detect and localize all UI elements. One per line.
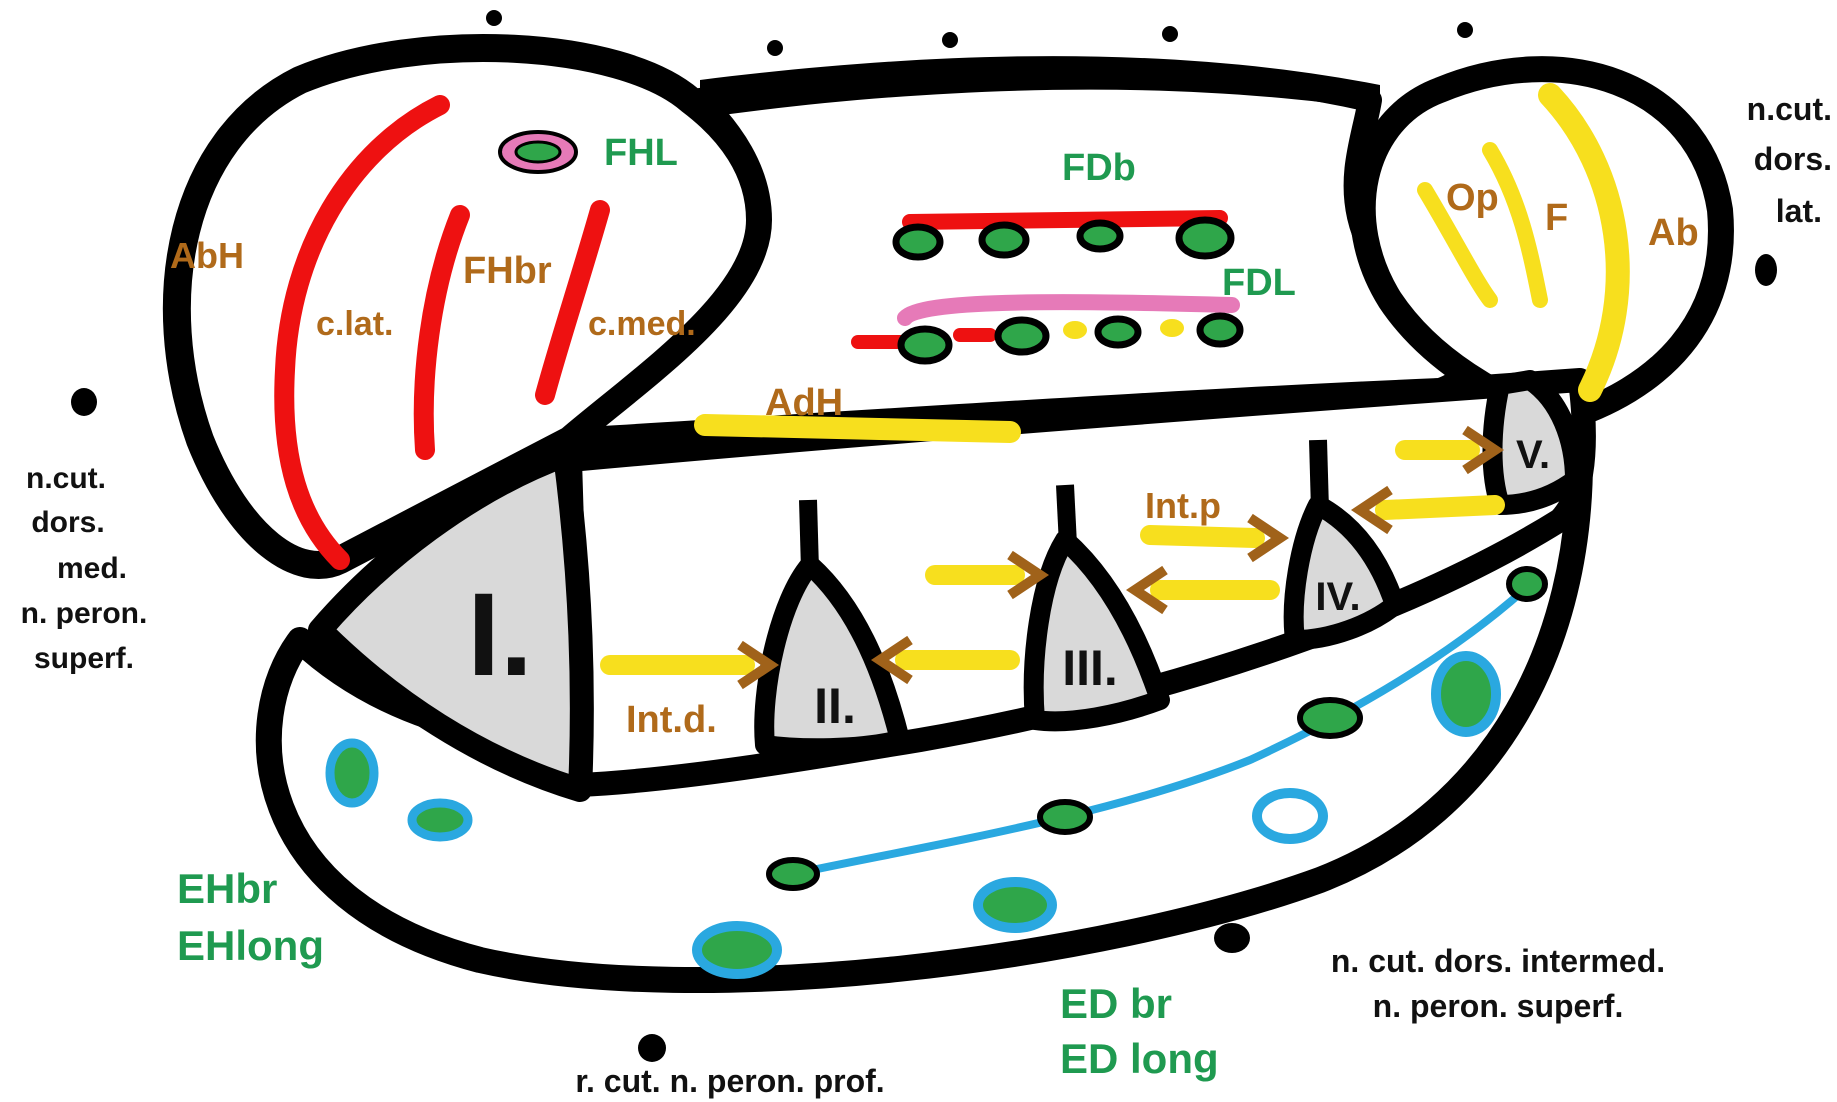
svg-text:n. peron.: n. peron.	[21, 597, 148, 630]
adh-muscle	[705, 425, 1010, 432]
nerve-label-profundus: r. cut. n. peron. prof.	[575, 1063, 884, 1099]
svg-text:med.: med.	[57, 552, 127, 585]
bone-label-4: IV.	[1315, 575, 1360, 619]
label-fdb: FDb	[1062, 147, 1136, 189]
svg-text:n. cut. dors. intermed.: n. cut. dors. intermed.	[1331, 943, 1665, 979]
label-adh: AdH	[765, 382, 843, 424]
lumbrical-1	[1063, 321, 1087, 339]
fdb-artery	[910, 218, 1220, 222]
label-ed-long: ED long	[1060, 1035, 1219, 1082]
label-fhl: FHL	[604, 132, 678, 174]
label-ehlong: EHlong	[177, 922, 324, 969]
label-c-lat: c.lat.	[316, 305, 393, 343]
svg-text:n.cut.: n.cut.	[1747, 91, 1832, 127]
nerve-label-intermediate: n. cut. dors. intermed. n. peron. superf…	[1331, 943, 1665, 1024]
label-c-med: c.med.	[588, 305, 696, 343]
fhl-tendon	[516, 142, 560, 162]
svg-text:n. peron. superf.: n. peron. superf.	[1373, 988, 1624, 1024]
svg-text:superf.: superf.	[34, 642, 134, 675]
svg-text:n.cut.: n.cut.	[26, 462, 106, 495]
svg-text:lat.: lat.	[1776, 193, 1822, 229]
label-op: Op	[1446, 177, 1499, 219]
label-int-d: Int.d.	[626, 699, 717, 741]
svg-text:dors.: dors.	[31, 506, 104, 539]
label-int-p: Int.p	[1145, 485, 1221, 526]
svg-text:dors.: dors.	[1754, 141, 1832, 177]
bone-label-3: III.	[1062, 640, 1118, 696]
bone-label-2: II.	[814, 678, 856, 734]
label-abh: AbH	[170, 235, 244, 276]
nerve-label-lateral: n.cut. dors. lat.	[1747, 91, 1832, 229]
label-f: F	[1545, 197, 1568, 239]
label-ehbr: EHbr	[177, 865, 277, 912]
label-fdl: FDL	[1222, 262, 1296, 304]
label-ed-br: ED br	[1060, 980, 1172, 1027]
nerve-label-medial: n.cut. dors. med. n. peron. superf.	[21, 462, 148, 675]
label-fhbr: FHbr	[463, 250, 552, 292]
lumbrical-2	[1160, 319, 1184, 337]
label-ab: Ab	[1648, 212, 1699, 254]
bone-label-5: V.	[1516, 433, 1550, 477]
bone-label-1: I.	[467, 569, 533, 701]
